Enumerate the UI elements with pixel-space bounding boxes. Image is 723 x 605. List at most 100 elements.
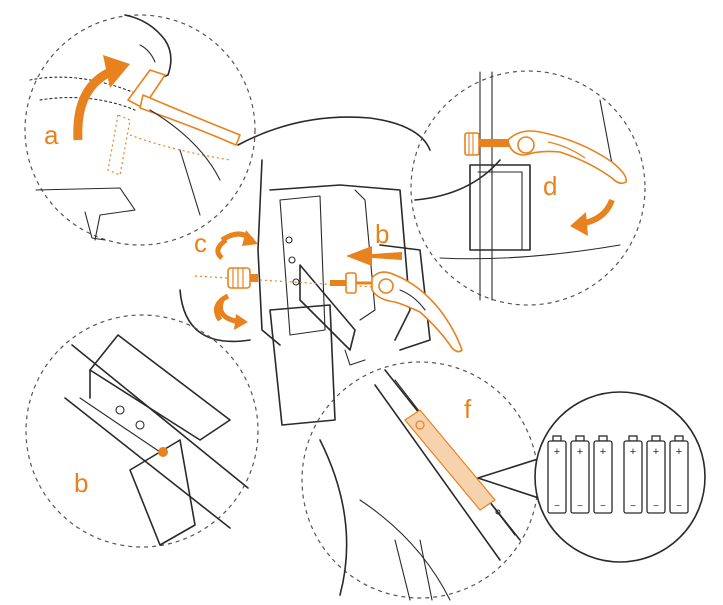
- battery-plus: +: [577, 446, 583, 458]
- lock-arrowhead-icon: [570, 212, 588, 236]
- detail-circle-b: b: [25, 314, 259, 548]
- lever-groove: [399, 289, 426, 311]
- label-b-top: b: [375, 219, 389, 249]
- armrest-bracket: [299, 264, 356, 351]
- battery-cap: [674, 435, 684, 442]
- rotate-arrowhead-top-icon: [242, 230, 258, 246]
- detail-circle-f: f: [301, 361, 539, 601]
- frame-panel: [269, 184, 411, 341]
- lever-d-groove: [547, 141, 586, 159]
- battery-plus: +: [676, 446, 682, 458]
- battery-plus: +: [600, 446, 606, 458]
- lever-lowered-arm: [129, 134, 231, 161]
- bar-top-edge: [71, 344, 249, 489]
- battery-cap: [628, 435, 638, 442]
- battery-minus: −: [554, 501, 560, 512]
- battery-icon: [669, 440, 689, 514]
- bracket-box: [469, 164, 531, 251]
- circle-b-outline: [25, 314, 259, 548]
- bolt-d: [479, 139, 509, 147]
- lever-d: [507, 130, 628, 185]
- frame-inner-plate: [279, 195, 326, 336]
- backrest-left-curve: [179, 289, 251, 343]
- wheel-line-2: [419, 539, 433, 601]
- battery-plus: +: [554, 446, 560, 458]
- detail-circle-d: d: [410, 70, 646, 306]
- adjustment-knob: [227, 267, 258, 289]
- lever-arm: [139, 94, 241, 146]
- battery-group: +−+−+−+−+−+−: [547, 435, 689, 514]
- battery-cap: [598, 435, 608, 442]
- prev-position-line-2: [39, 96, 136, 111]
- hand-outline: [124, 14, 172, 81]
- battery-minus: −: [630, 501, 636, 512]
- label-c: c: [194, 228, 207, 258]
- battery-plus: +: [630, 446, 636, 458]
- battery-minus: −: [653, 501, 659, 512]
- frame-hole-2: [288, 256, 296, 264]
- label-b-bottom: b: [74, 468, 88, 498]
- lever-d-pivot: [517, 136, 535, 154]
- main-view: c b: [179, 116, 463, 426]
- seat-bottom-line: [439, 244, 621, 260]
- battery-circle-outline: [534, 391, 706, 563]
- backrest-top-curve: [237, 116, 431, 151]
- hand-finger: [139, 44, 156, 63]
- battery-cap: [575, 435, 585, 442]
- battery-icon: [593, 440, 613, 514]
- battery-minus: −: [577, 501, 583, 512]
- battery-icon: [547, 440, 567, 514]
- slot-hole-2: [135, 420, 145, 430]
- battery-minus: −: [676, 501, 682, 512]
- seat-lower: [344, 349, 366, 366]
- bar-bottom-edge: [64, 397, 231, 529]
- chair-leg: [84, 211, 106, 241]
- wheel-line-1: [394, 539, 411, 601]
- bracket-inner: [477, 171, 523, 251]
- rotate-arrowhead-bottom-icon: [234, 314, 248, 330]
- armrest-post: [269, 304, 336, 426]
- arrow-insert-icon: [346, 246, 402, 266]
- frame-hole-1: [285, 236, 293, 244]
- detail-circle-a: a: [24, 14, 256, 246]
- battery-cap: [651, 435, 661, 442]
- compartment-screw: [415, 420, 425, 430]
- lever-handle-raised: [127, 69, 166, 109]
- raise-arrowhead-icon: [103, 55, 130, 88]
- battery-callout: +−+−+−+−+−+−: [534, 391, 706, 563]
- armrest-edge-2: [374, 384, 501, 561]
- lever-handle-lowered: [107, 114, 131, 176]
- lever-pivot: [378, 278, 394, 294]
- frame-left-edge: [257, 159, 281, 346]
- chair-seat-edge: [35, 187, 136, 241]
- label-a: a: [44, 120, 59, 150]
- seat-curve: [414, 159, 501, 201]
- battery-icon: [570, 440, 590, 514]
- chair-line-1: [149, 109, 221, 181]
- slot-line: [79, 397, 161, 453]
- battery-plus: +: [653, 446, 659, 458]
- battery-compartment: [405, 410, 495, 510]
- clamp-block: [89, 334, 231, 441]
- prev-position-line: [29, 76, 141, 96]
- chair-lower-curve: [319, 439, 348, 596]
- small-dot: [495, 509, 501, 515]
- chair-line-2: [179, 149, 201, 216]
- quick-release-lever: [371, 271, 463, 353]
- rotate-arrow-left2-icon: [213, 293, 230, 322]
- battery-icon: [623, 440, 643, 514]
- screw-point: [158, 447, 168, 457]
- battery-icon: [646, 440, 666, 514]
- circle-f-outline: [301, 361, 539, 599]
- bolt: [330, 272, 372, 294]
- frame-hole-3: [292, 278, 300, 286]
- circle-d-outline: [410, 70, 646, 306]
- battery-cap: [552, 435, 562, 442]
- rotate-arrow-left-icon: [215, 237, 228, 260]
- label-d: d: [543, 171, 557, 201]
- label-f: f: [464, 394, 472, 424]
- circle-a-outline: [24, 14, 256, 246]
- chair-lower-line: [359, 499, 451, 601]
